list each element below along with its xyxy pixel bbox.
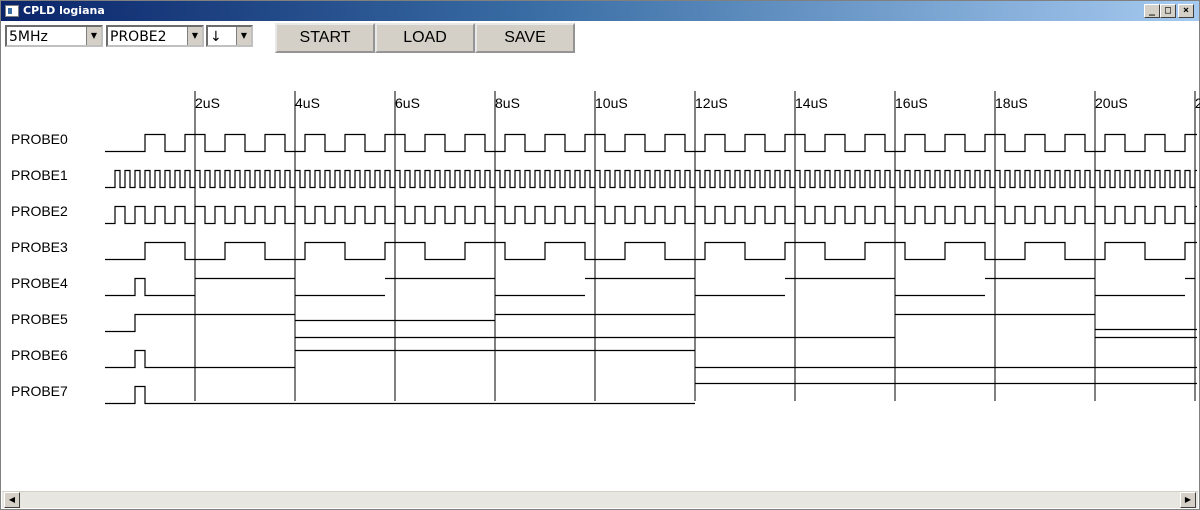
probe-labels: PROBE0PROBE1PROBE2PROBE3PROBE4PROBE5PROB… xyxy=(11,131,68,399)
probe-label: PROBE4 xyxy=(11,275,68,291)
time-label: 18uS xyxy=(995,95,1028,111)
probe7-trace xyxy=(105,385,695,405)
probe-label: PROBE1 xyxy=(11,167,68,183)
scroll-right-icon[interactable]: ▶ xyxy=(1180,492,1196,508)
time-label: 6uS xyxy=(395,95,420,111)
probe6-trace xyxy=(105,349,295,369)
horizontal-scrollbar[interactable]: ◀ ▶ xyxy=(2,491,1198,508)
probe-label: PROBE6 xyxy=(11,347,68,363)
time-label: 8uS xyxy=(495,95,520,111)
trigger-edge-value: ↓ xyxy=(210,29,222,45)
load-button[interactable]: LOAD xyxy=(375,23,475,53)
probe5-segments xyxy=(295,313,1197,339)
time-label: 12uS xyxy=(695,95,728,111)
probe3-trace xyxy=(105,241,1197,261)
time-label: 16uS xyxy=(895,95,928,111)
trigger-probe-value: PROBE2 xyxy=(110,29,167,45)
time-label: 4uS xyxy=(295,95,320,111)
scroll-left-icon[interactable]: ◀ xyxy=(4,492,20,508)
time-label: 2uS xyxy=(195,95,220,111)
probe-label: PROBE0 xyxy=(11,131,68,147)
waveform-display: 2uS 4uS 6uS 8uS 10uS 12uS 14uS 16uS 18uS 20uS 2 PR… xyxy=(11,91,1200,405)
probe4-trace xyxy=(105,277,195,297)
signal-traces xyxy=(105,133,1197,405)
sample-rate-select[interactable]: 5MHz ▼ xyxy=(5,25,103,47)
chevron-down-icon[interactable]: ▼ xyxy=(236,27,251,45)
time-gridlines xyxy=(194,91,1196,401)
chevron-down-icon[interactable]: ▼ xyxy=(187,27,202,45)
probe2-trace xyxy=(105,205,1197,225)
close-button[interactable]: × xyxy=(1178,4,1194,18)
trigger-probe-select[interactable]: PROBE2 ▼ xyxy=(106,25,204,47)
time-label: 10uS xyxy=(595,95,628,111)
chevron-down-icon[interactable]: ▼ xyxy=(86,27,101,45)
probe1-trace xyxy=(105,169,1197,189)
probe-label: PROBE2 xyxy=(11,203,68,219)
start-button[interactable]: START xyxy=(275,23,375,53)
time-label: 20uS xyxy=(1095,95,1128,111)
probe4-segments xyxy=(195,277,1195,297)
maximize-button[interactable]: □ xyxy=(1160,4,1176,18)
window-title: CPLD logiana xyxy=(23,4,105,17)
app-icon xyxy=(5,5,19,17)
probe5-trace xyxy=(105,313,295,333)
minimize-button[interactable]: _ xyxy=(1144,4,1160,18)
time-axis-labels: 2uS 4uS 6uS 8uS 10uS 12uS 14uS 16uS 18uS 20uS 2 xyxy=(195,95,1200,111)
time-label: 2 xyxy=(1195,95,1200,111)
probe-label: PROBE7 xyxy=(11,383,68,399)
scroll-track[interactable] xyxy=(20,492,1180,508)
time-label: 14uS xyxy=(795,95,828,111)
title-bar[interactable]: CPLD logiana _ □ × xyxy=(1,1,1199,21)
save-button[interactable]: SAVE xyxy=(475,23,575,53)
probe0-trace xyxy=(105,133,1197,153)
probe-label: PROBE5 xyxy=(11,311,68,327)
probe-label: PROBE3 xyxy=(11,239,68,255)
trigger-edge-select[interactable]: ↓ ▼ xyxy=(206,25,253,47)
sample-rate-value: 5MHz xyxy=(9,29,48,45)
probe6-segments xyxy=(295,349,1197,385)
